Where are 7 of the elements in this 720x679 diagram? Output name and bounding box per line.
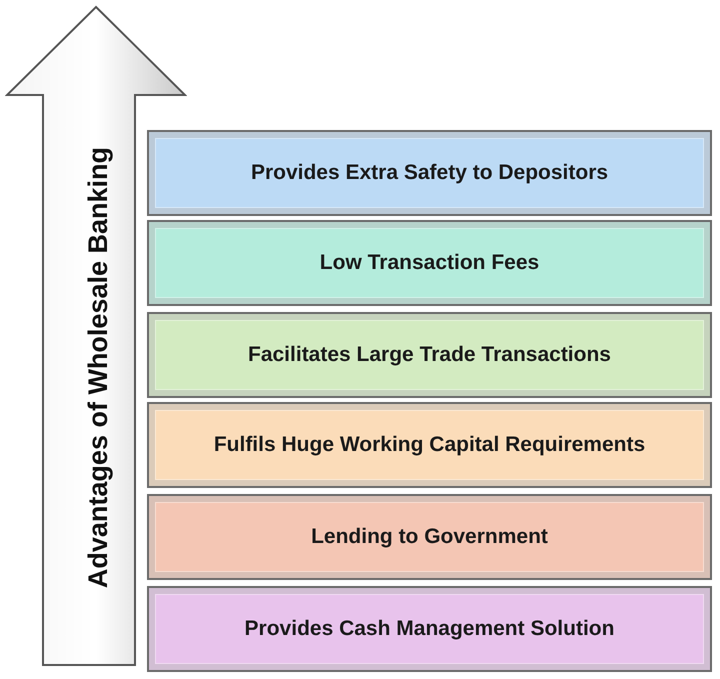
- advantage-bar: Lending to Government: [147, 494, 712, 580]
- advantage-bar: Provides Cash Management Solution: [147, 586, 712, 672]
- advantage-bar: Provides Extra Safety to Depositors: [147, 130, 712, 216]
- advantage-bar: Facilitates Large Trade Transactions: [147, 312, 712, 398]
- advantage-bar: Fulfils Huge Working Capital Requirements: [147, 402, 712, 488]
- advantage-bar: Low Transaction Fees: [147, 220, 712, 306]
- arrow-label: Advantages of Wholesale Banking: [82, 146, 114, 588]
